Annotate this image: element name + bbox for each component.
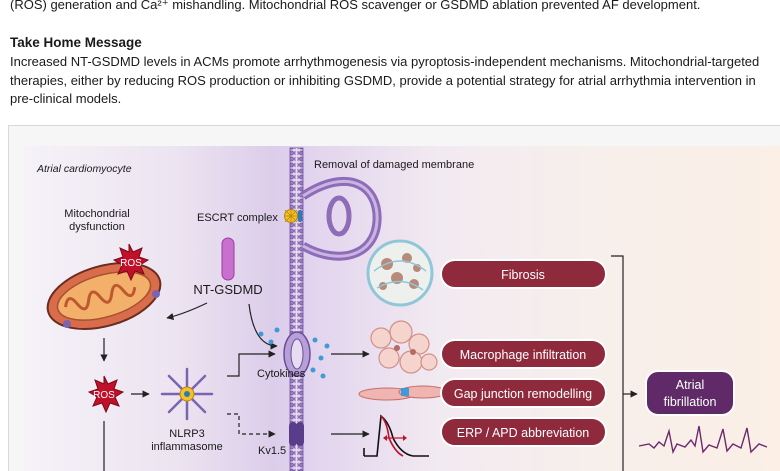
escrt-label: ESCRT complex [197, 212, 278, 224]
ros-label-lower: ROS [93, 390, 115, 401]
outcome-macrophage-infiltration: Macrophage infiltration [440, 339, 607, 369]
ros-burst-icon-lower [87, 375, 125, 414]
outcome-fibrosis: Fibrosis [440, 259, 607, 289]
figure-panel [24, 146, 780, 471]
mito-label-line1: Mitochondrial [64, 208, 129, 220]
escrt-complex-icon [284, 209, 302, 223]
ros-burst-icon [112, 243, 150, 282]
result-line2: fibrillation [664, 395, 717, 409]
nlrp3-label-line1: NLRP3 [169, 428, 204, 440]
outcome-erp-apd-abbreviation: ERP / APD abbreviation [440, 417, 607, 447]
result-line1: Atrial [676, 378, 704, 392]
nlrp3-inflammasome-icon [160, 367, 214, 421]
ecg-trace-icon [638, 425, 768, 455]
outcome-label: Macrophage infiltration [460, 348, 587, 362]
take-home-title: Take Home Message [10, 35, 142, 50]
ntgsdmd-fragment-icon [221, 237, 235, 281]
gap-junction-cells-icon [358, 385, 448, 401]
graphical-abstract-figure: Atrial cardiomyocyte Removal of damaged … [8, 125, 780, 471]
cytokine-particles [258, 327, 330, 379]
outcome-label: Fibrosis [501, 268, 545, 282]
atrial-fibrillation-box: Atrial fibrillation [645, 370, 735, 416]
ntgsdmd-label: NT-GSDMD [193, 282, 262, 297]
cell-label: Atrial cardiomyocyte [36, 163, 132, 175]
action-potential-icon [363, 414, 429, 457]
outcome-label: ERP / APD abbreviation [457, 426, 590, 440]
outcome-gap-junction-remodelling: Gap junction remodelling [440, 378, 607, 408]
ros-label-mito: ROS [120, 258, 142, 269]
mitochondrion-icon [46, 262, 162, 330]
mito-label-line2: dysfunction [69, 221, 125, 233]
outcome-label: Gap junction remodelling [454, 387, 592, 401]
membrane-vesicle [300, 176, 382, 261]
abstract-top-line: (ROS) generation and Ca²⁺ mishandling. M… [10, 0, 701, 12]
pathway-arrows [100, 255, 638, 471]
fibrosis-tissue-icon [366, 239, 434, 307]
macrophage-cluster-icon [370, 320, 438, 374]
gsdmd-pore-icon [283, 331, 311, 377]
mechanism-diagram: Atrial cardiomyocyte Removal of damaged … [36, 147, 768, 471]
kv15-label: Kv1.5 [258, 445, 286, 457]
plasma-membrane [289, 147, 304, 471]
nlrp3-label-line2: inflammasome [151, 441, 223, 453]
membrane-label: Removal of damaged membrane [314, 159, 474, 171]
kv15-channel-icon [289, 422, 304, 446]
cytokines-label: Cytokines [257, 368, 306, 380]
take-home-body: Increased NT-GSDMD levels in ACMs promot… [10, 54, 760, 106]
